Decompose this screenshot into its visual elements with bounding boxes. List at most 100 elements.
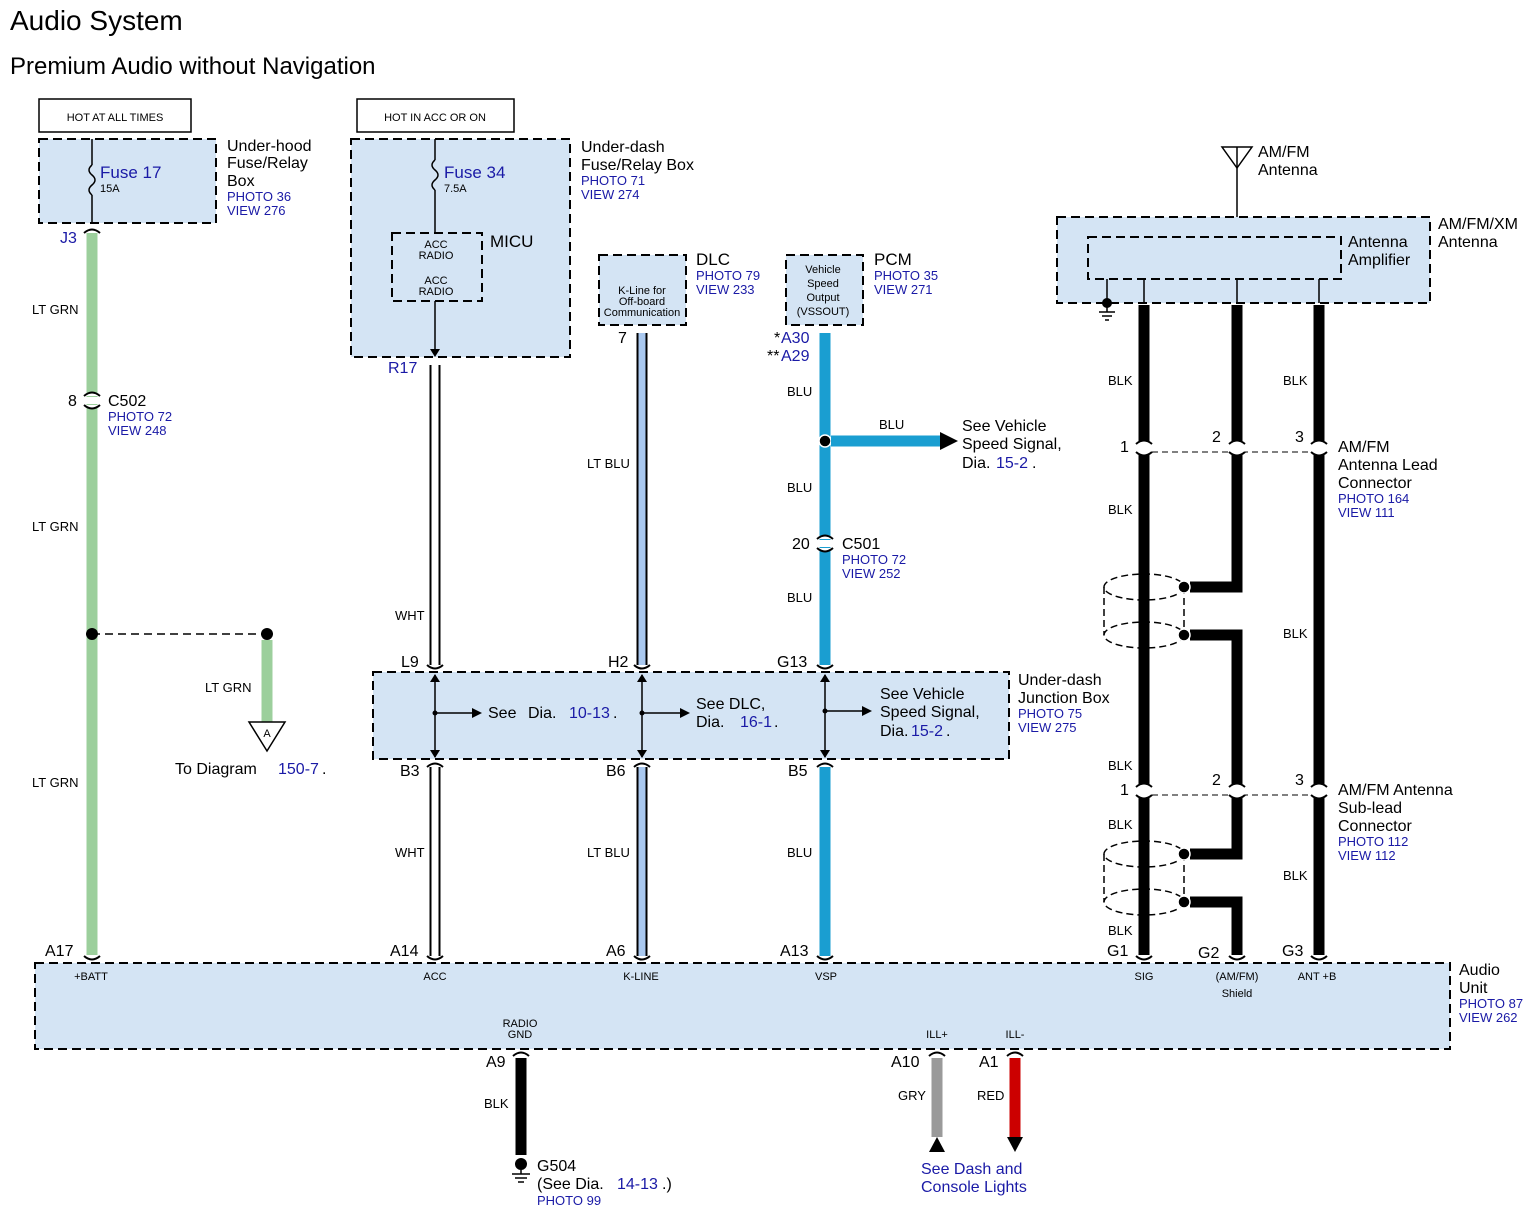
pcm-inner-4: (VSSOUT)	[797, 306, 850, 318]
ground-link[interactable]: 14-13	[617, 1176, 658, 1193]
jb-ref2-line1: See DLC,	[696, 696, 765, 713]
underhood-name-2: Fuse/Relay	[227, 155, 308, 172]
dlc-photo: PHOTO 79	[696, 268, 760, 283]
jb-ref1-dot: .	[613, 705, 617, 722]
pcm-view: VIEW 271	[874, 282, 933, 297]
ground-close: .)	[662, 1176, 672, 1193]
antenna-box-1: AM/FM/XM	[1438, 216, 1518, 233]
antenna-ground-symbol	[1099, 303, 1115, 321]
to-diagram-text: To Diagram	[175, 761, 257, 778]
underhood-name-1: Under-hood	[227, 138, 312, 155]
hot-in-acc-label: HOT IN ACC OR ON	[384, 112, 486, 124]
pcm-pin1-star: *	[774, 330, 780, 347]
ground-photo: PHOTO 99	[537, 1193, 601, 1208]
antenna-box	[1056, 216, 1431, 304]
wire-label-ltblu-1: LT BLU	[587, 456, 630, 471]
pcm-pin2-star: **	[767, 348, 779, 365]
underdash-fuse-box	[350, 138, 571, 358]
lead-connector-terminals	[1135, 439, 1328, 457]
terminal-j3	[83, 228, 101, 234]
au-label-shield: Shield	[1222, 988, 1253, 1000]
wire-label-ltgrn-1: LT GRN	[32, 302, 78, 317]
dlc-inner-2: Off-board	[619, 296, 665, 308]
jb-pin-l9: L9	[401, 654, 419, 671]
off-page-marker	[247, 721, 287, 753]
wire-label-blk-5: BLK	[1108, 758, 1133, 773]
dash-lights-1[interactable]: See Dash and	[921, 1161, 1022, 1178]
wire-label-blu-3: BLU	[787, 590, 812, 605]
jb-pin-h2: H2	[608, 654, 629, 671]
c501-name: C501	[842, 536, 880, 553]
jb-ref3-line2: Speed Signal,	[880, 704, 980, 721]
jb-ref1-see: See	[488, 705, 517, 722]
wire-label-wht-1: WHT	[395, 608, 425, 623]
au-view: VIEW 262	[1459, 1010, 1518, 1025]
vss-ref-dia: Dia.	[962, 455, 990, 472]
pcm-photo: PHOTO 35	[874, 268, 938, 283]
junction-node-2	[639, 710, 645, 716]
pcm-box	[785, 254, 864, 326]
jb-ref3-line1: See Vehicle	[880, 686, 965, 703]
junction-arrows	[430, 674, 872, 758]
underdash-name-1: Under-dash	[581, 139, 665, 156]
sub-pin-1: 1	[1120, 782, 1129, 799]
ground-icon	[512, 1170, 530, 1183]
amplifier-2: Amplifier	[1348, 252, 1411, 269]
wire-label-blu-branch: BLU	[879, 417, 904, 432]
au-pin-a10: A10	[891, 1054, 920, 1071]
vss-arrow	[940, 432, 958, 450]
c502-view: VIEW 248	[108, 423, 167, 438]
pcm-name: PCM	[874, 250, 912, 269]
micu-acc1-a: ACC	[424, 239, 447, 251]
au-name-1: Audio	[1459, 962, 1500, 979]
audio-unit-box	[34, 962, 1451, 1050]
wire-label-ltgrn-3: LT GRN	[32, 775, 78, 790]
au-name-2: Unit	[1459, 980, 1488, 997]
amplifier-1: Antenna	[1348, 234, 1408, 251]
micu-label: MICU	[490, 232, 533, 251]
wire-label-blu-1: BLU	[787, 384, 812, 399]
ground-dot	[515, 1158, 527, 1170]
au-label-vsp: VSP	[815, 971, 837, 983]
splice-vss	[818, 434, 832, 448]
lead-name-3: Connector	[1338, 475, 1412, 492]
underhood-name-3: Box	[227, 173, 255, 190]
fuse-34-rating: 7.5A	[444, 183, 467, 195]
connector-c501-gap	[815, 540, 835, 547]
wire-label-blu-4: BLU	[787, 845, 812, 860]
vss-ref-1: See Vehicle	[962, 418, 1047, 435]
to-diagram-dot: .	[322, 761, 326, 778]
fuse-34-icon	[431, 159, 439, 191]
underdash-photo: PHOTO 71	[581, 173, 645, 188]
au-pin-a17: A17	[45, 943, 74, 960]
underhood-fuse-box	[38, 138, 217, 224]
micu-box	[391, 232, 483, 302]
shield-dot-3	[1177, 847, 1191, 861]
antenna-top-1: AM/FM	[1258, 144, 1310, 161]
jb-ref1-link[interactable]: 10-13	[569, 705, 610, 722]
jb-name-1: Under-dash	[1018, 672, 1102, 689]
vss-ref-link[interactable]: 15-2	[996, 455, 1028, 472]
jb-ref2-link[interactable]: 16-1	[740, 714, 772, 731]
au-pin-g2: G2	[1198, 945, 1219, 962]
au-pin-g3: G3	[1282, 943, 1303, 960]
antenna-box-2: Antenna	[1438, 234, 1498, 251]
jb-ref3-dia: Dia.	[880, 723, 908, 740]
wire-label-blk-2: BLK	[1283, 373, 1308, 388]
wire-label-blk-4: BLK	[1283, 626, 1308, 641]
splice-dot-1	[86, 628, 98, 640]
micu-acc2-a: ACC	[424, 275, 447, 287]
underdash-name-2: Fuse/Relay Box	[581, 157, 694, 174]
fuse-17-icon	[88, 164, 96, 196]
dash-lights-2[interactable]: Console Lights	[921, 1179, 1027, 1196]
c501-view: VIEW 252	[842, 566, 901, 581]
dlc-box	[598, 254, 687, 326]
wire-label-ltblu-2: LT BLU	[587, 845, 630, 860]
sub-connector-terminals	[1135, 782, 1328, 800]
wire-label-ltgrn-branch: LT GRN	[205, 680, 251, 695]
to-diagram-link[interactable]: 150-7	[278, 761, 319, 778]
au-pin-g1: G1	[1107, 943, 1128, 960]
jb-ref3-link[interactable]: 15-2	[911, 723, 943, 740]
hot-in-acc-box	[356, 98, 515, 133]
